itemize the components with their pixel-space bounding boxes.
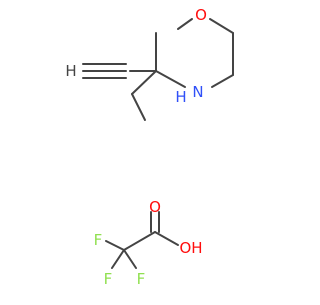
bond-c2-o <box>177 18 193 30</box>
carbonyl-oxygen-label: O <box>149 198 161 216</box>
fluorine-3-label: F <box>104 270 113 288</box>
nitrogen-label: N <box>192 83 203 101</box>
fluorine-1-label: F <box>94 231 103 249</box>
molecule-trifluoroacetic-acid <box>105 211 179 269</box>
hydroxyl-label: OH <box>179 239 202 257</box>
nitrogen-hydrogen-label: H <box>175 88 186 106</box>
chemical-structure-canvas: O N H H O OH F F F <box>65 6 234 288</box>
bond-o-c6 <box>209 18 234 34</box>
structure-svg: O N H H O OH F F F <box>65 6 234 288</box>
bond-c-oh <box>154 231 179 246</box>
bond-c3-ethyl <box>131 70 157 95</box>
bond-cf3-f2 <box>123 249 137 269</box>
bond-n-c3 <box>155 70 186 88</box>
bond-cf3-f1 <box>105 240 125 251</box>
bond-c-cf3 <box>123 231 156 251</box>
bond-c5-n <box>211 74 234 88</box>
molecule-ethyl-ethynyl-morpholine <box>82 18 234 121</box>
terminal-hydrogen-label: H <box>65 62 76 80</box>
fluorine-2-label: F <box>137 270 146 288</box>
bond-cf3-f3 <box>111 249 125 269</box>
bond-ethyl-ch3 <box>131 93 146 121</box>
oxygen-label: O <box>195 6 207 24</box>
